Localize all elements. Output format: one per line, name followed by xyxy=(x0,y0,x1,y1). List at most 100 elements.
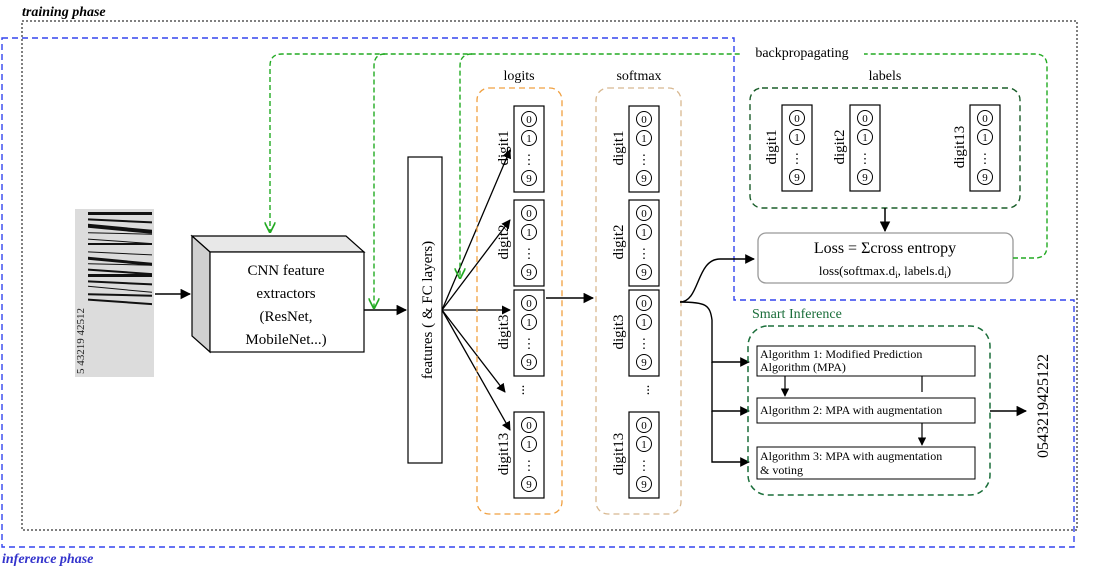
vertical-dots: ⋮ xyxy=(859,151,872,166)
class-node xyxy=(521,436,537,452)
cnn-label-line4: MobileNet...) xyxy=(245,332,326,348)
barcode-bar xyxy=(88,268,152,276)
class-node xyxy=(789,110,805,126)
features-to-logits-arrows xyxy=(441,149,511,431)
class-node xyxy=(521,354,537,370)
vertical-dots: ⋮ xyxy=(979,151,992,166)
barcode-bar xyxy=(88,285,152,293)
class-node xyxy=(521,170,537,186)
features-fc-block xyxy=(407,156,443,464)
class-node-label: 0 xyxy=(641,420,647,432)
class-node-label: 9 xyxy=(794,172,800,184)
softmax-group xyxy=(595,87,682,515)
algorithm-1-line1: Algorithm 1: Modified Prediction xyxy=(760,347,922,361)
digit-label: digit1 xyxy=(496,130,512,165)
class-node-label: 1 xyxy=(526,133,532,145)
barcode-bar xyxy=(88,223,152,234)
barcode-bar xyxy=(88,238,152,245)
loss-function: loss(softmax.di, labels.di) xyxy=(819,263,951,280)
barcode-digits: 5 43219 42512 xyxy=(75,308,87,374)
digit-label: digit3 xyxy=(611,314,627,349)
class-node-label: 9 xyxy=(641,173,647,185)
barcode-bar xyxy=(88,212,152,215)
class-node-label: 1 xyxy=(641,439,647,451)
vertical-dots: ⋮ xyxy=(638,246,651,261)
barcode-bar xyxy=(88,256,152,266)
class-node-label: 0 xyxy=(526,420,532,432)
softmax-output-arrows xyxy=(679,254,755,467)
digit-label: digit13 xyxy=(496,433,512,476)
digit-label: digit1 xyxy=(764,129,780,164)
output-number: 0543219425122 xyxy=(1035,354,1052,458)
algorithm-3-line1: Algorithm 3: MPA with augmentation xyxy=(760,449,942,463)
barcode-bar xyxy=(88,298,152,306)
logits-digit-column: digit1019⋮digit2019⋮digit3019⋮digit13019… xyxy=(496,105,545,499)
class-node-label: 1 xyxy=(641,317,647,329)
class-node-label: 9 xyxy=(641,267,647,279)
class-node-label: 1 xyxy=(641,227,647,239)
class-node xyxy=(857,110,873,126)
inference-phase-frame xyxy=(1,37,1075,548)
class-node-label: 9 xyxy=(526,357,532,369)
digit-label: digit13 xyxy=(952,126,968,169)
cnn-label-line3: (ResNet, xyxy=(260,309,313,325)
smart-inference-group xyxy=(747,325,991,496)
backpropagation-arrows xyxy=(270,53,1048,308)
class-node xyxy=(977,169,993,185)
class-node xyxy=(857,129,873,145)
class-node xyxy=(636,224,652,240)
barcode-bar xyxy=(88,263,152,266)
class-node-label: 9 xyxy=(526,173,532,185)
class-node xyxy=(636,264,652,280)
class-node-label: 0 xyxy=(982,113,988,125)
algorithm-1-box xyxy=(756,345,976,377)
class-node xyxy=(977,110,993,126)
class-node-label: 0 xyxy=(526,298,532,310)
class-node-label: 9 xyxy=(982,172,988,184)
class-node xyxy=(636,111,652,127)
algorithm-3-line2: & voting xyxy=(760,463,803,477)
vertical-dots: ⋮ xyxy=(523,246,536,261)
class-node xyxy=(521,111,537,127)
features-label: features ( & FC layers) xyxy=(420,241,436,379)
algorithm-1-line2: Algorithm (MPA) xyxy=(760,360,846,374)
digit-label: digit13 xyxy=(611,433,627,476)
logits-ellipsis: ... xyxy=(513,385,528,396)
class-node xyxy=(521,205,537,221)
barcode-bar xyxy=(88,274,152,277)
vertical-dots: ⋮ xyxy=(523,336,536,351)
class-node xyxy=(636,205,652,221)
digit-label: digit1 xyxy=(611,130,627,165)
class-node xyxy=(521,417,537,433)
digit-label: digit3 xyxy=(496,314,512,349)
barcode-bar xyxy=(88,280,152,286)
logits-title: logits xyxy=(503,69,534,84)
class-node xyxy=(521,224,537,240)
class-node xyxy=(636,436,652,452)
barcode-bar xyxy=(88,251,152,256)
class-node-label: 1 xyxy=(641,133,647,145)
class-node xyxy=(521,130,537,146)
vertical-dots: ⋮ xyxy=(523,152,536,167)
vertical-dots: ⋮ xyxy=(638,458,651,473)
class-node xyxy=(857,169,873,185)
barcode-image: 5 43219 42512 xyxy=(75,209,154,377)
class-node xyxy=(789,129,805,145)
class-node-label: 0 xyxy=(794,113,800,125)
class-node xyxy=(521,264,537,280)
vertical-dots: ⋮ xyxy=(638,152,651,167)
logits-group xyxy=(476,87,563,515)
class-node-label: 0 xyxy=(526,114,532,126)
training-phase-label: training phase xyxy=(22,5,106,20)
vertical-dots: ⋮ xyxy=(638,336,651,351)
labels-title: labels xyxy=(869,69,902,84)
digit-label: digit2 xyxy=(611,224,627,259)
softmax-title: softmax xyxy=(616,69,661,84)
class-node xyxy=(636,476,652,492)
softmax-digit-column: digit1019⋮digit2019⋮digit3019⋮digit13019… xyxy=(611,105,660,499)
class-node xyxy=(977,129,993,145)
class-node-label: 0 xyxy=(641,208,647,220)
